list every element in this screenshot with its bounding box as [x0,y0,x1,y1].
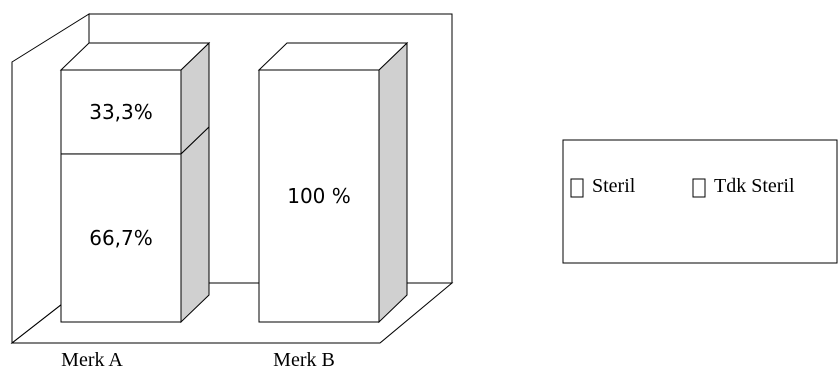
bar-segment-2-1 [258,69,380,323]
bar-side-1-1 [180,125,210,324]
legend-label-1: Steril [592,175,636,197]
bar-top-1 [59,42,211,71]
legend-box [562,139,838,264]
bar-segment-1-1 [60,153,182,323]
bars [59,41,409,324]
legend: Steril Tdk Steril [562,139,838,264]
legend-swatch-2 [692,178,706,198]
bar-side-2-1 [378,41,408,324]
legend-swatch-1 [570,178,584,198]
segment-label-2-1: 100 % [287,184,351,208]
segment-label-1-1: 66,7% [89,226,153,250]
segment-labels: 66,7% 33,3% 100 % [89,100,351,250]
category-label-2: Merk B [273,349,335,371]
category-label-1: Merk A [61,349,123,371]
segment-label-1-2: 33,3% [89,100,153,124]
legend-label-2: Tdk Steril [714,175,795,197]
category-labels: Merk A Merk B [61,349,335,371]
bar-top-2 [257,42,409,71]
